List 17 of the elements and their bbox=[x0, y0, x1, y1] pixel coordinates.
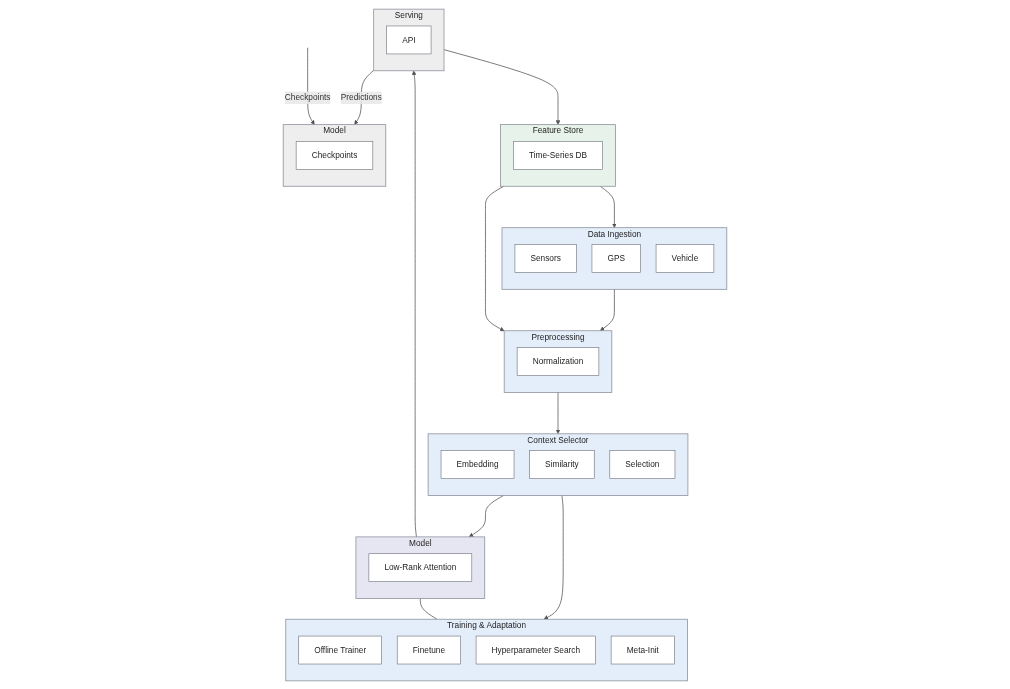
node-box: Checkpoints bbox=[295, 140, 374, 170]
node-box: Finetune bbox=[396, 635, 461, 664]
node-box: Low-Rank Attention bbox=[368, 552, 473, 582]
node-box: API bbox=[386, 25, 432, 54]
node-box: Hyperparameter Search bbox=[475, 635, 596, 664]
node-box: Offline Trainer bbox=[298, 635, 382, 664]
node-box: Embedding bbox=[440, 449, 515, 479]
node-box: Similarity bbox=[529, 449, 595, 479]
node-box: Meta-Init bbox=[610, 635, 675, 664]
edge-label: Checkpoints bbox=[284, 92, 331, 102]
node-box: Normalization bbox=[516, 346, 600, 376]
node-box: Time-Series DB bbox=[513, 140, 603, 170]
node-box: GPS bbox=[591, 243, 641, 273]
node-box: Vehicle bbox=[655, 243, 715, 273]
edge-label: Predictions bbox=[340, 92, 382, 102]
node-box: Selection bbox=[609, 449, 676, 479]
node-box: Sensors bbox=[514, 243, 577, 273]
